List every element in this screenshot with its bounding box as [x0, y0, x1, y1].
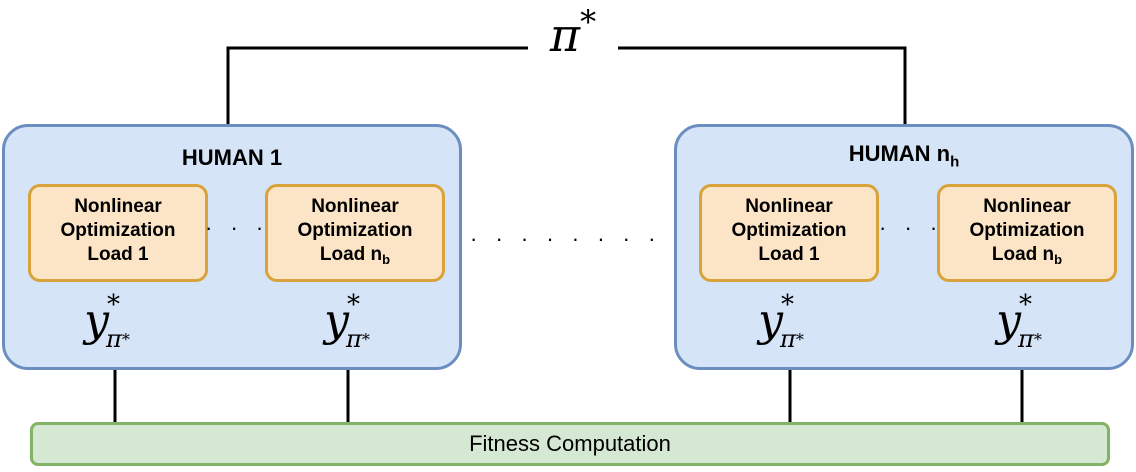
fitness-computation-box: Fitness Computation — [30, 422, 1110, 466]
human-1-box: HUMAN 1 Nonlinear Optimization Load 1 · … — [2, 124, 462, 370]
human-nh-output-nb: y*π* — [996, 290, 1042, 353]
pi-star-label: π* — [528, 3, 618, 62]
human-nh-box: HUMAN nh Nonlinear Optimization Load 1 ·… — [674, 124, 1134, 370]
human-nh-title: HUMAN nh — [848, 141, 960, 171]
human-nh-output-1: y*π* — [758, 290, 804, 353]
human-1-output-nb: y*π* — [324, 290, 370, 353]
human-1-title: HUMAN 1 — [181, 145, 283, 170]
fitness-computation-label: Fitness Computation — [469, 431, 671, 456]
human-nh-load-1: Nonlinear Optimization Load 1 — [699, 184, 879, 282]
human-1-load-1: Nonlinear Optimization Load 1 — [28, 184, 208, 282]
human-nh-load-nb: Nonlinear Optimization Load nb — [937, 184, 1117, 282]
human-1-output-1: y*π* — [84, 290, 130, 353]
human-1-load-nb: Nonlinear Optimization Load nb — [265, 184, 445, 282]
